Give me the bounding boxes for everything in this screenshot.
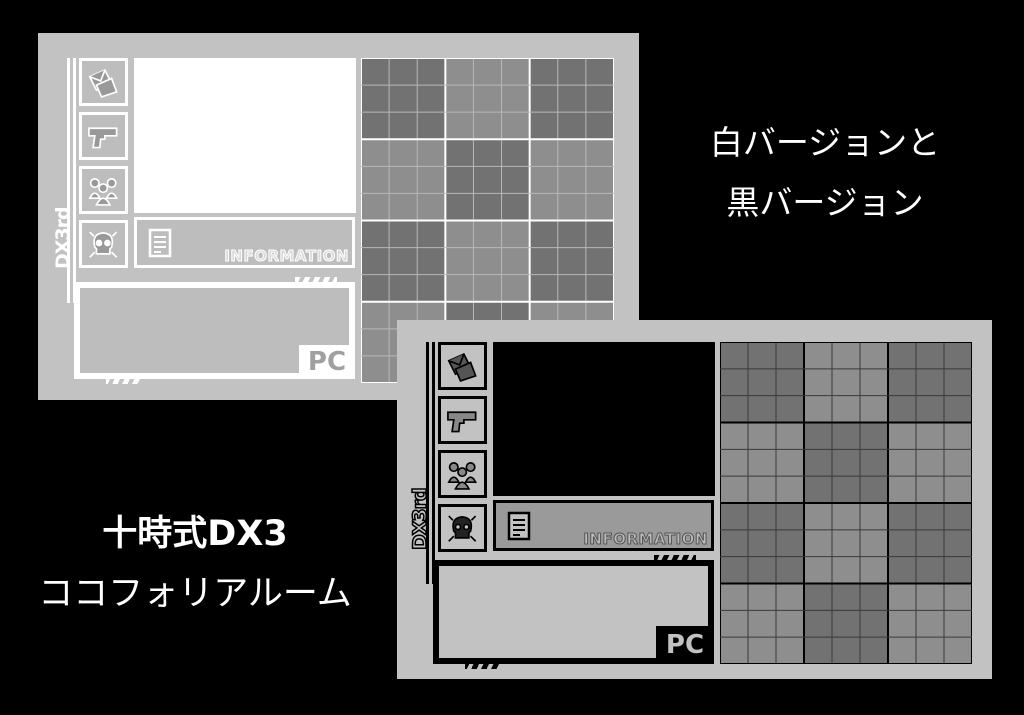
grid-block [445, 139, 530, 221]
mail-icon[interactable] [438, 342, 487, 390]
document-icon [147, 228, 173, 258]
grid-block [720, 583, 804, 664]
edition-label: DX3rd [408, 488, 432, 551]
pc-frame[interactable]: PC [74, 277, 355, 384]
information-label: INFORMATION [583, 530, 708, 549]
grid-block [361, 220, 446, 302]
information-label: INFORMATION [224, 247, 349, 266]
slash-decoration [654, 555, 696, 563]
vertical-rule [426, 342, 429, 584]
information-box[interactable]: INFORMATION [134, 217, 355, 268]
pc-badge: PC [656, 626, 714, 664]
pc-frame[interactable]: PC [433, 555, 714, 669]
grid-block [445, 220, 530, 302]
pc-badge: PC [299, 345, 355, 379]
caption-title: 十時式DX3 [102, 514, 288, 554]
edition-label: DX3rd [52, 207, 74, 269]
slash-decoration [465, 661, 501, 669]
slash-decoration [295, 277, 337, 285]
grid-block [804, 422, 888, 503]
caption-subtitle: ココフォリアルーム [38, 574, 352, 614]
grid-block [888, 503, 972, 584]
caption-black-version: 黒バージョン [726, 183, 924, 222]
map-grid[interactable] [720, 342, 972, 664]
information-box[interactable]: INFORMATION [493, 500, 714, 551]
skull-icon[interactable] [438, 504, 487, 552]
grid-block [720, 342, 804, 423]
grid-block [888, 583, 972, 664]
vertical-rule [432, 342, 435, 584]
pistol-icon[interactable] [438, 396, 487, 444]
grid-block [361, 139, 446, 221]
grid-block [888, 342, 972, 423]
grid-block [804, 342, 888, 423]
white-version-panel: DX3rd INFORMATION PC [38, 33, 639, 400]
grid-block [445, 58, 530, 140]
pistol-icon[interactable] [79, 112, 128, 160]
slash-decoration [106, 376, 142, 384]
grid-block [720, 503, 804, 584]
grid-block [529, 139, 614, 221]
vertical-rule [73, 58, 76, 303]
black-version-panel: DX3rd INFORMATION PC [397, 320, 992, 679]
portrait-area[interactable] [493, 342, 715, 496]
grid-block [720, 422, 804, 503]
portrait-area[interactable] [134, 58, 356, 213]
grid-block [361, 58, 446, 140]
grid-block [529, 58, 614, 140]
grid-block [888, 422, 972, 503]
caption-white-version: 白バージョンと [709, 123, 941, 162]
people-icon[interactable] [438, 450, 487, 498]
mail-icon[interactable] [79, 58, 128, 106]
document-icon [506, 511, 532, 541]
grid-block [804, 503, 888, 584]
skull-icon[interactable] [79, 220, 128, 268]
grid-block [804, 583, 888, 664]
people-icon[interactable] [79, 166, 128, 214]
vertical-rule [67, 58, 70, 303]
grid-block [529, 220, 614, 302]
